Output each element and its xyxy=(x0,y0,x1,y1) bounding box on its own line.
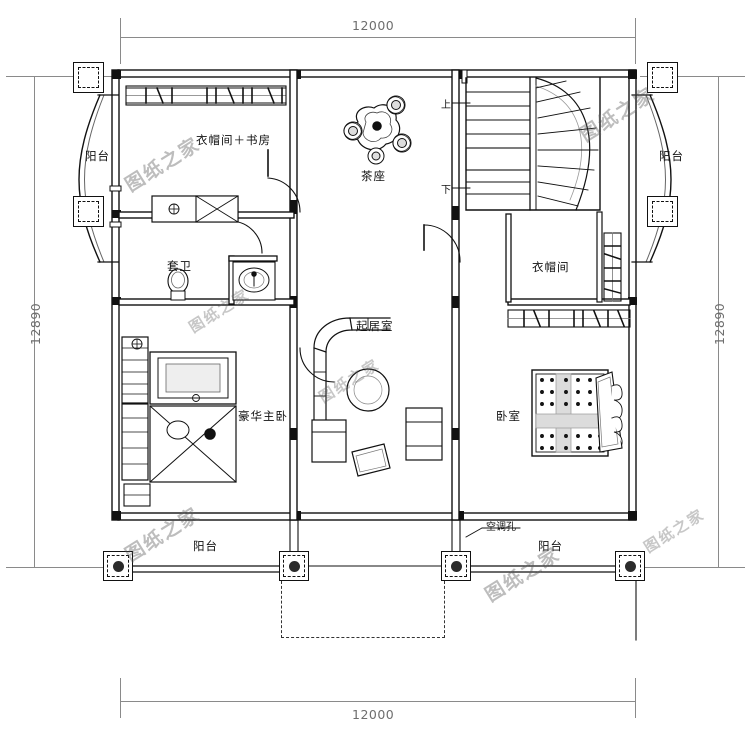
dim-ext-left-top xyxy=(120,18,121,64)
room-label-balcony-left: 阳台 xyxy=(85,149,110,163)
foundation-outline-dashed xyxy=(281,581,445,638)
annotation-stair-up: 上 xyxy=(441,100,451,111)
dim-bottom-line xyxy=(120,701,635,702)
dim-right-value: 12890 xyxy=(712,302,727,345)
column-top-left xyxy=(73,62,104,93)
annotation-stair-down: 下 xyxy=(441,185,451,196)
room-label-bedroom: 卧室 xyxy=(496,409,521,423)
column-mid-right xyxy=(647,196,678,227)
room-label-balcony-bottom-right: 阳台 xyxy=(538,539,563,553)
dim-bottom-value: 12000 xyxy=(352,707,395,722)
dim-ext-right-top xyxy=(635,18,636,64)
dim-right-line xyxy=(718,76,719,567)
watermark-2: 图纸之家 xyxy=(121,503,205,567)
dim-ext-right-lower xyxy=(640,567,745,568)
porch-column-center-left xyxy=(279,551,309,581)
room-label-master-bedroom: 豪华主卧 xyxy=(238,409,288,423)
porch-column-right xyxy=(615,551,645,581)
watermark-5: 图纸之家 xyxy=(576,83,660,147)
dim-ext-left-lower xyxy=(6,567,116,568)
dim-left-line xyxy=(34,76,35,567)
dim-left-value: 12890 xyxy=(28,302,43,345)
room-label-living-room: 起居室 xyxy=(356,319,394,333)
dim-ext-left-upper xyxy=(6,76,116,77)
room-label-ensuite-bath: 套卫 xyxy=(167,259,192,273)
dim-ext-right-bottom xyxy=(635,678,636,718)
column-top-right xyxy=(647,62,678,93)
watermark-6: 图纸之家 xyxy=(640,505,708,557)
dim-ext-right-upper xyxy=(640,76,745,77)
dim-ext-left-bottom xyxy=(120,678,121,718)
watermark-7: 图纸之家 xyxy=(185,285,253,337)
room-label-tea-area: 茶座 xyxy=(361,169,386,183)
room-label-cloakroom: 衣帽间 xyxy=(532,260,570,274)
column-mid-left xyxy=(73,196,104,227)
porch-column-center-right xyxy=(441,551,471,581)
watermark-1: 图纸之家 xyxy=(121,133,205,197)
room-label-balcony-right: 阳台 xyxy=(659,149,684,163)
watermark-3: 图纸之家 xyxy=(315,355,383,407)
porch-column-left xyxy=(103,551,133,581)
dim-top-value: 12000 xyxy=(352,18,395,33)
annotation-ac-hole: 空调孔 xyxy=(486,522,516,533)
room-label-wardrobe-study: 衣帽间＋书房 xyxy=(196,133,271,147)
watermark-4: 图纸之家 xyxy=(481,543,565,607)
dim-top-line xyxy=(120,37,635,38)
room-label-balcony-bottom-left: 阳台 xyxy=(193,539,218,553)
